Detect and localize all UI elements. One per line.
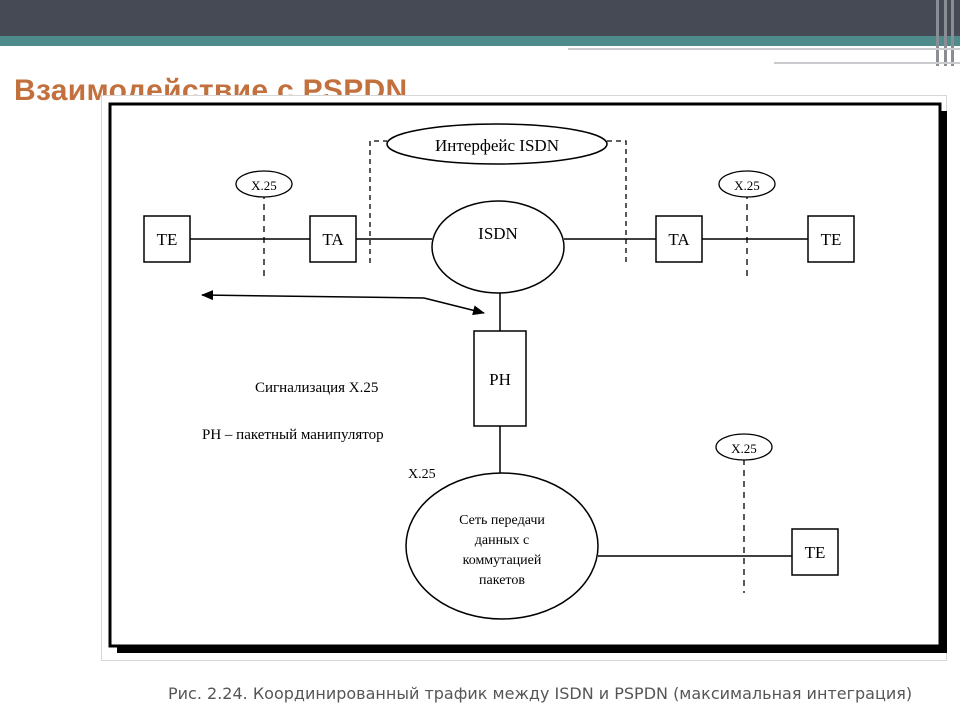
ph-box [473, 330, 527, 427]
ta-label-left: TA [322, 230, 344, 249]
diagram-figure: Интерфейс ISDN X.25 X.25 X.25 TE TA TA T… [101, 95, 947, 661]
x25-ellipse-bottom [715, 433, 773, 461]
pspdn-label-line-1: Сеть передачи [459, 513, 545, 528]
figure-caption: Рис. 2.24. Координированный трафик между… [168, 684, 913, 703]
interface-isdn-ellipse [386, 123, 608, 165]
ta-box-left [309, 215, 357, 263]
interface-isdn-label: Интерфейс ISDN [435, 136, 559, 155]
interface-bracket-right [607, 140, 627, 263]
x25-ellipse-left [235, 170, 293, 198]
te-label-left: TE [157, 230, 178, 249]
isdn-network-label: ISDN [478, 224, 518, 243]
isdn-network-ellipse [431, 200, 565, 294]
x25-ellipse-right [718, 170, 776, 198]
pspdn-label-line-2: данных с [475, 533, 529, 548]
pspdn-network-ellipse [405, 472, 599, 620]
signal-arrow-left [201, 290, 425, 301]
header-bar [0, 0, 960, 36]
x25-link-label: X.25 [408, 467, 436, 482]
interface-bracket-left [369, 140, 387, 263]
isdn-pspdn-diagram: Интерфейс ISDN X.25 X.25 X.25 TE TA TA T… [108, 102, 947, 653]
ph-description: PH – пакетный манипулятор [202, 427, 384, 443]
pspdn-label-line-4: пакетов [479, 573, 525, 588]
decorative-line [774, 62, 960, 64]
x25-label-left: X.25 [251, 178, 277, 193]
x25-label-right: X.25 [734, 178, 760, 193]
te-box-bottom [791, 528, 839, 576]
ta-label-right: TA [668, 230, 690, 249]
signal-arrow-right [423, 297, 485, 316]
signal-annotation: Сигнализация X.25 [255, 380, 378, 396]
decorative-line [568, 48, 960, 50]
x25-label-bottom: X.25 [731, 441, 757, 456]
te-box-right [807, 215, 855, 263]
te-label-right: TE [821, 230, 842, 249]
te-box-left [143, 215, 191, 263]
pspdn-label-line-3: коммутацией [463, 553, 542, 568]
ph-label: PH [489, 370, 511, 389]
header-decoration [930, 0, 960, 70]
header-accent-stripe [0, 36, 960, 46]
ta-box-right [655, 215, 703, 263]
te-label-bottom: TE [805, 543, 826, 562]
